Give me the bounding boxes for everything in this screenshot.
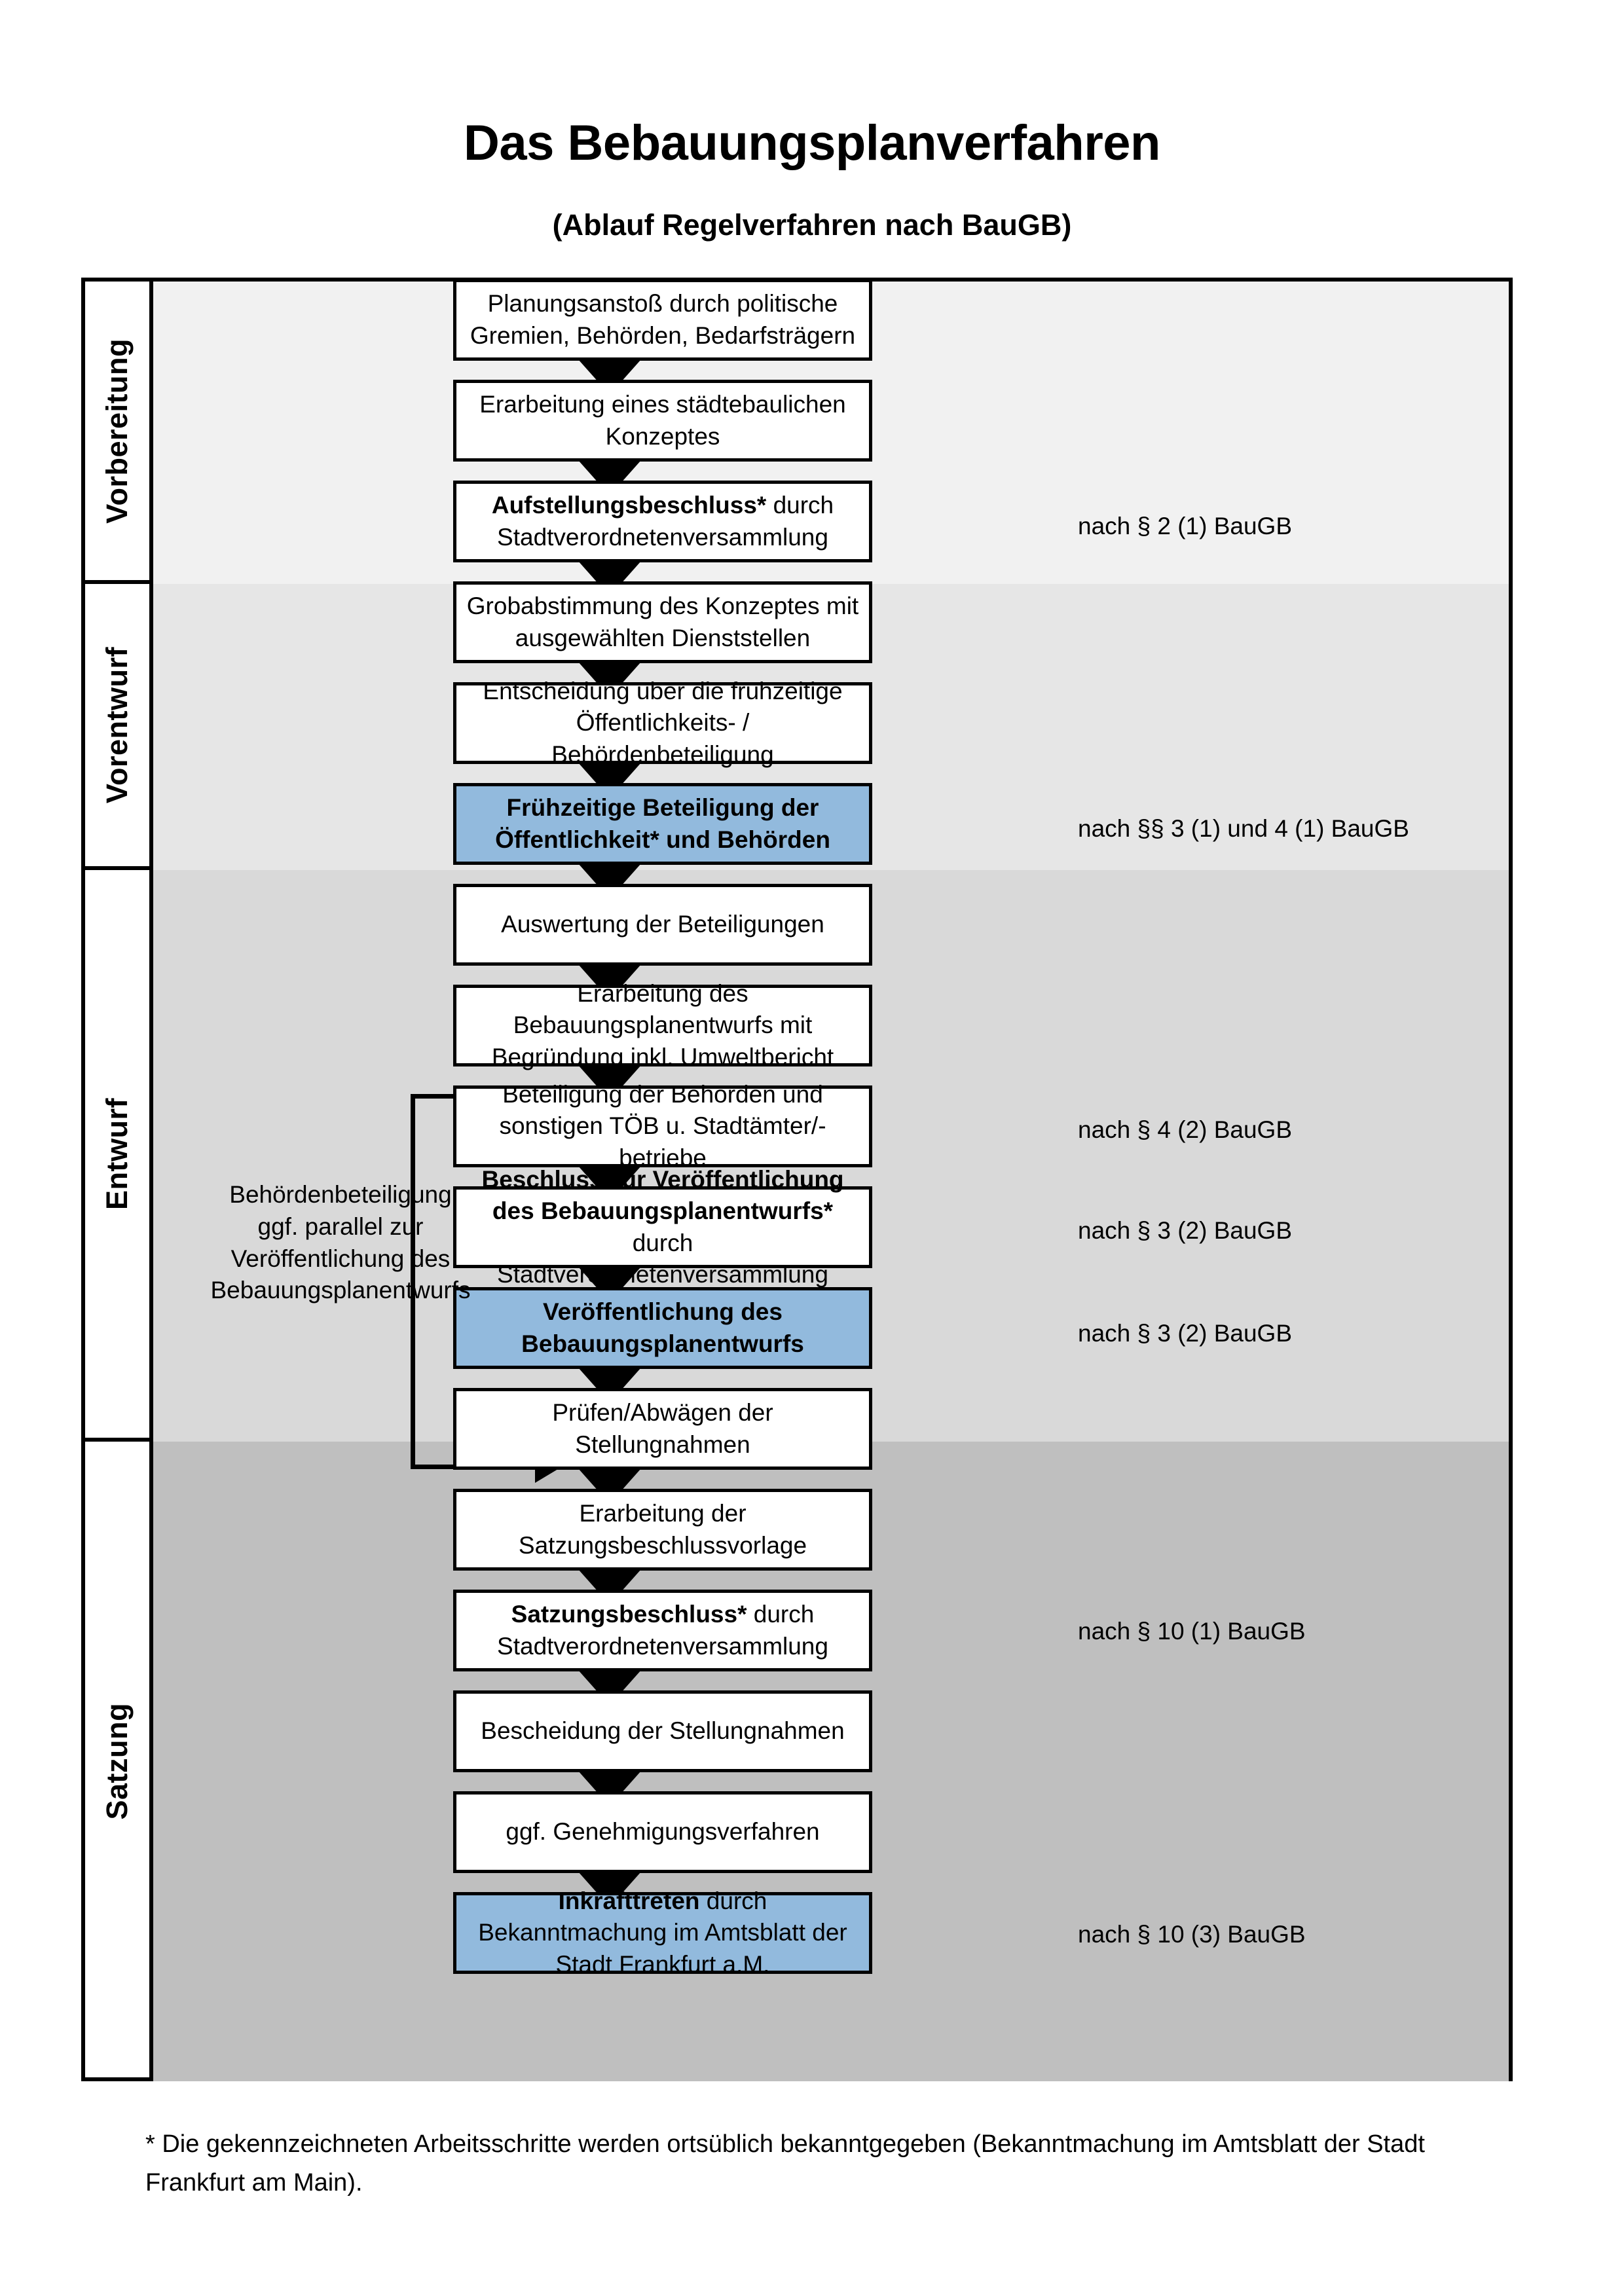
- side-note-line-2: ggf. parallel zur: [257, 1212, 424, 1240]
- step-box-erarbeitung-entwurf[interactable]: Erarbeitung des Bebauungsplanentwurfs mi…: [453, 980, 872, 1070]
- legal-ref-text: nach § 3 (2) BauGB: [1078, 1320, 1293, 1347]
- step-text: Auswertung der Beteiligungen: [501, 911, 824, 938]
- step-box-satzungsbeschluss[interactable]: Satzungsbeschluss* durch Stadtverordnete…: [453, 1590, 872, 1671]
- step-text: Frühzeitige Beteiligung der Öffentlichke…: [495, 794, 830, 853]
- step-text: Satzungsbeschluss* durch Stadtverordnete…: [466, 1599, 860, 1662]
- phase-cell-vorbereitung: Vorbereitung: [85, 282, 149, 584]
- step-box-entscheidung-fruehzeitige[interactable]: Entscheidung über die frühzeitige Öffent…: [453, 678, 872, 768]
- step-box-genehmigungsverfahren[interactable]: ggf. Genehmigungsverfahren: [453, 1791, 872, 1873]
- footnote: * Die gekennzeichneten Arbeitsschritte w…: [145, 2130, 1425, 2196]
- step-text-rest: durch Bekanntmachung im Amtsblatt der St…: [478, 1887, 847, 1978]
- step-box-fruehzeitige-beteiligung[interactable]: Frühzeitige Beteiligung der Öffentlichke…: [453, 783, 872, 865]
- side-note-line-4: Bebauungsplanentwurfs: [210, 1277, 471, 1304]
- legal-ref-3-1-4-1: nach §§ 3 (1) und 4 (1) BauGB: [1078, 814, 1409, 843]
- phase-cell-vorentwurf: Vorentwurf: [85, 584, 149, 870]
- step-text: Prüfen/Abwägen der Stellungnahmen: [552, 1399, 773, 1458]
- side-note-line-3: Veröffentlichung des: [231, 1245, 451, 1272]
- phase-rail: Vorbereitung Vorentwurf Entwurf Satzung: [85, 282, 153, 2077]
- step-text: Entscheidung über die frühzeitige Öffent…: [483, 678, 843, 768]
- step-box-staedtebauliches-konzept[interactable]: Erarbeitung eines städtebaulichen Konzep…: [453, 380, 872, 462]
- flow-column: Planungsanstoß durch politische Gremien,…: [85, 279, 1509, 2077]
- legal-ref-text: nach § 3 (2) BauGB: [1078, 1217, 1293, 1244]
- step-text: Beteiligung der Behörden und sonstigen T…: [499, 1081, 826, 1171]
- side-note-line-1: Behördenbeteiligung: [229, 1181, 452, 1208]
- bracket-vertical-segment: [411, 1094, 415, 1469]
- step-box-pruefen-abwaegen[interactable]: Prüfen/Abwägen der Stellungnahmen: [453, 1388, 872, 1470]
- step-text: Inkrafttreten durch Bekanntmachung im Am…: [466, 1886, 860, 1980]
- step-box-satzungsbeschlussvorlage[interactable]: Erarbeitung der Satzungsbeschlussvorlage: [453, 1489, 872, 1571]
- legal-ref-10-1: nach § 10 (1) BauGB: [1078, 1617, 1306, 1646]
- step-box-beteiligung-behoerden[interactable]: Beteiligung der Behörden und sonstigen T…: [453, 1081, 872, 1171]
- step-text: Planungsanstoß durch politische Gremien,…: [470, 290, 856, 349]
- legal-ref-text: nach §§ 3 (1) und 4 (1) BauGB: [1078, 815, 1409, 842]
- step-box-beschluss-veroeffentlichung[interactable]: Beschluss zur Veröffentlichung des Bebau…: [453, 1166, 872, 1288]
- step-box-auswertung[interactable]: Auswertung der Beteiligungen: [453, 884, 872, 966]
- step-text-rest: durch Stadtverordnetenversammlung: [497, 1229, 828, 1288]
- legal-ref-3-2-a: nach § 3 (2) BauGB: [1078, 1216, 1292, 1245]
- step-text: Erarbeitung des Bebauungsplanentwurfs mi…: [491, 980, 834, 1070]
- page-subtitle: (Ablauf Regelverfahren nach BauGB): [552, 208, 1072, 242]
- step-text-bold: Inkrafttreten: [558, 1887, 700, 1915]
- side-note-behoerdenbeteiligung: Behördenbeteiligung ggf. parallel zur Ve…: [187, 1179, 494, 1307]
- step-box-aufstellungsbeschluss[interactable]: Aufstellungsbeschluss* durch Stadtverord…: [453, 481, 872, 562]
- step-text-rest: durch Stadtverordnetenversammlung: [497, 492, 834, 551]
- legal-ref-3-2-b: nach § 3 (2) BauGB: [1078, 1319, 1292, 1348]
- phase-cell-entwurf: Entwurf: [85, 870, 149, 1442]
- step-box-veroeffentlichung[interactable]: Veröffentlichung des Bebauungsplanentwur…: [453, 1287, 872, 1369]
- step-box-planungsanstoss[interactable]: Planungsanstoß durch politische Gremien,…: [453, 279, 872, 361]
- step-text-bold: Beschluss zur Veröffentlichung des Bebau…: [481, 1166, 844, 1225]
- legal-ref-4-2: nach § 4 (2) BauGB: [1078, 1116, 1292, 1144]
- step-text: Bescheidung der Stellungnahmen: [481, 1717, 845, 1745]
- legal-ref-10-3: nach § 10 (3) BauGB: [1078, 1920, 1306, 1949]
- step-text: Beschluss zur Veröffentlichung des Bebau…: [466, 1164, 860, 1290]
- step-text-bold: Aufstellungsbeschluss*: [491, 492, 767, 519]
- step-text: ggf. Genehmigungsverfahren: [506, 1818, 820, 1846]
- step-text-rest: durch Stadtverordnetenversammlung: [497, 1601, 828, 1660]
- legal-ref-text: nach § 2 (1) BauGB: [1078, 513, 1293, 539]
- step-text: Aufstellungsbeschluss* durch Stadtverord…: [466, 490, 860, 553]
- step-text: Grobabstimmung des Konzeptes mit ausgewä…: [466, 592, 859, 651]
- step-text: Veröffentlichung des Bebauungsplanentwur…: [521, 1298, 804, 1357]
- step-text: Erarbeitung eines städtebaulichen Konzep…: [479, 391, 846, 450]
- step-box-inkrafttreten[interactable]: Inkrafttreten durch Bekanntmachung im Am…: [453, 1887, 872, 1978]
- step-box-bescheidung[interactable]: Bescheidung der Stellungnahmen: [453, 1690, 872, 1772]
- step-box-grobabstimmung[interactable]: Grobabstimmung des Konzeptes mit ausgewä…: [453, 581, 872, 663]
- legal-ref-text: nach § 10 (3) BauGB: [1078, 1921, 1306, 1948]
- legal-ref-2-1: nach § 2 (1) BauGB: [1078, 512, 1292, 541]
- flowchart-frame: Vorbereitung Vorentwurf Entwurf Satzung: [81, 278, 1513, 2081]
- step-text-bold: Satzungsbeschluss*: [511, 1601, 747, 1628]
- page-title: Das Bebauungsplanverfahren: [464, 115, 1160, 171]
- step-text: Erarbeitung der Satzungsbeschlussvorlage: [518, 1500, 807, 1559]
- legal-ref-text: nach § 10 (1) BauGB: [1078, 1618, 1306, 1645]
- legal-ref-text: nach § 4 (2) BauGB: [1078, 1116, 1293, 1143]
